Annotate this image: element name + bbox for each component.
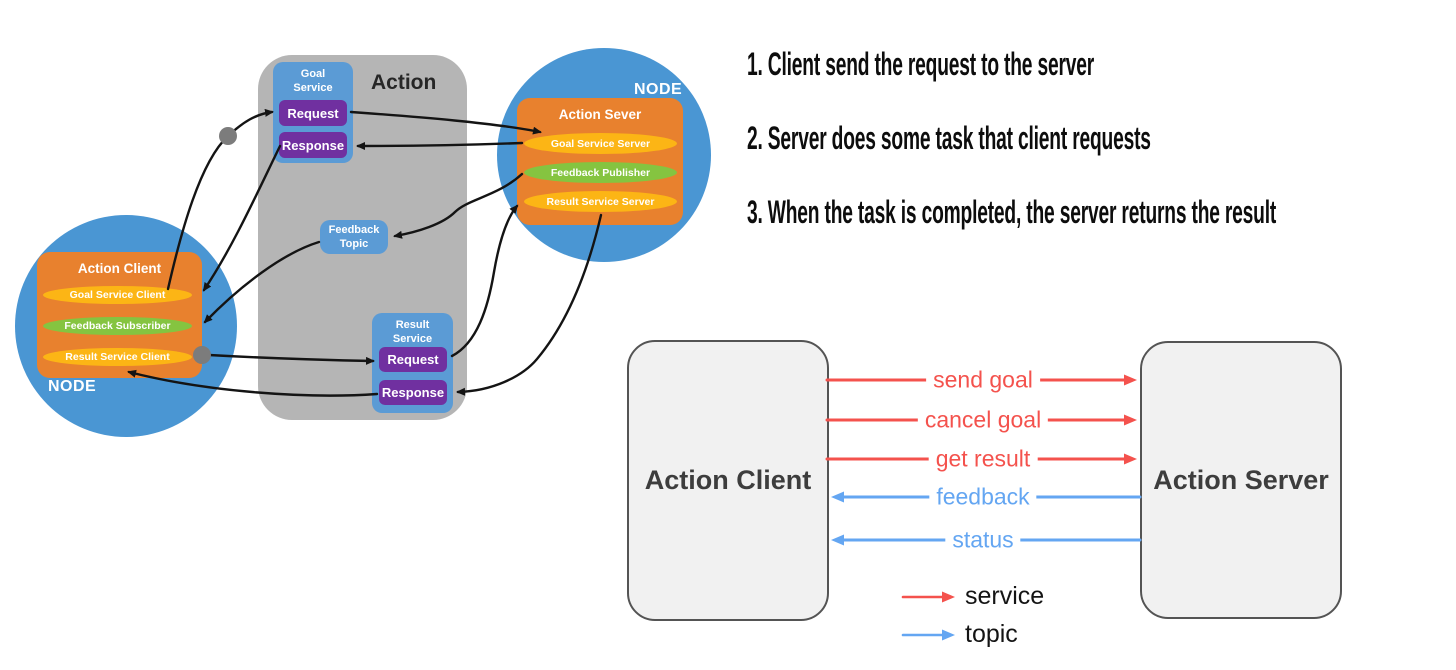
get-result-label: get result bbox=[928, 445, 1038, 473]
goal-service-title: Goal Service bbox=[293, 68, 333, 95]
send-goal-label: send goal bbox=[926, 366, 1040, 394]
result-request-box: Request bbox=[379, 347, 447, 372]
step-1-text: 1. Client send the request to the server bbox=[747, 46, 1095, 82]
feedback-publisher-pill: Feedback Publisher bbox=[524, 162, 677, 183]
result-service-box: Result Service Request Response bbox=[372, 313, 453, 413]
arrow-goal-server-to-response bbox=[356, 141, 524, 150]
iface-action-server-label: Action Server bbox=[1153, 464, 1329, 495]
action-panel-label: Action bbox=[371, 71, 437, 94]
status-label: status bbox=[945, 526, 1021, 554]
feedback-topic-title: Feedback Topic bbox=[328, 223, 380, 250]
feedback-label: feedback bbox=[929, 483, 1037, 511]
junction-dot-goal bbox=[219, 127, 237, 145]
goal-request-box: Request bbox=[279, 100, 347, 126]
arrow-feedback-topic-to-subscriber bbox=[203, 240, 321, 324]
arrow-result-client-to-request bbox=[207, 353, 375, 365]
server-node-circle: NODE Action Sever Goal Service Server Fe… bbox=[497, 48, 711, 262]
iface-action-client-label: Action Client bbox=[644, 465, 812, 495]
arrow-publisher-to-feedback-topic bbox=[393, 172, 524, 239]
arrow-result-response-to-client bbox=[127, 369, 379, 397]
feedback-subscriber-pill: Feedback Subscriber bbox=[43, 317, 192, 335]
arrow-goal-response-to-client bbox=[202, 144, 282, 292]
legend-service-label: service bbox=[965, 581, 1045, 610]
legend-topic-label: topic bbox=[965, 619, 1018, 648]
arrow-result-server-to-response bbox=[456, 213, 603, 396]
feedback-topic-box: Feedback Topic bbox=[320, 220, 388, 254]
client-node-label: NODE bbox=[48, 378, 97, 395]
result-service-client-pill: Result Service Client bbox=[43, 348, 192, 366]
goal-service-client-pill: Goal Service Client bbox=[43, 286, 192, 304]
goal-service-box: Goal Service Request Response bbox=[273, 62, 353, 163]
action-client-box: Action Client Goal Service Client Feedba… bbox=[37, 252, 202, 378]
arrow-goal-client-to-request bbox=[166, 108, 274, 291]
action-server-title: Action Sever bbox=[558, 107, 642, 122]
server-node-label: NODE bbox=[634, 81, 683, 98]
junction-dot-result bbox=[193, 346, 211, 364]
action-server-box: Action Sever Goal Service Server Feedbac… bbox=[517, 98, 683, 225]
connection-arrows bbox=[127, 108, 603, 397]
result-service-title: Result Service bbox=[392, 319, 433, 346]
step-3-text: 3. When the task is completed, the serve… bbox=[747, 194, 1277, 230]
iface-action-server-box: Action Server bbox=[1140, 341, 1342, 619]
goal-response-box: Response bbox=[279, 132, 347, 158]
client-node-circle: Action Client Goal Service Client Feedba… bbox=[15, 215, 237, 437]
cancel-goal-label: cancel goal bbox=[917, 406, 1049, 434]
result-response-box: Response bbox=[379, 380, 447, 405]
result-service-server-pill: Result Service Server bbox=[524, 191, 677, 212]
arrow-goal-request-to-server bbox=[349, 110, 542, 135]
goal-service-server-pill: Goal Service Server bbox=[524, 133, 677, 154]
iface-action-client-box: Action Client bbox=[627, 340, 829, 621]
step-2-text: 2. Server does some task that client req… bbox=[747, 120, 1151, 156]
arrow-result-request-to-server bbox=[450, 204, 519, 358]
action-client-title: Action Client bbox=[77, 261, 162, 276]
